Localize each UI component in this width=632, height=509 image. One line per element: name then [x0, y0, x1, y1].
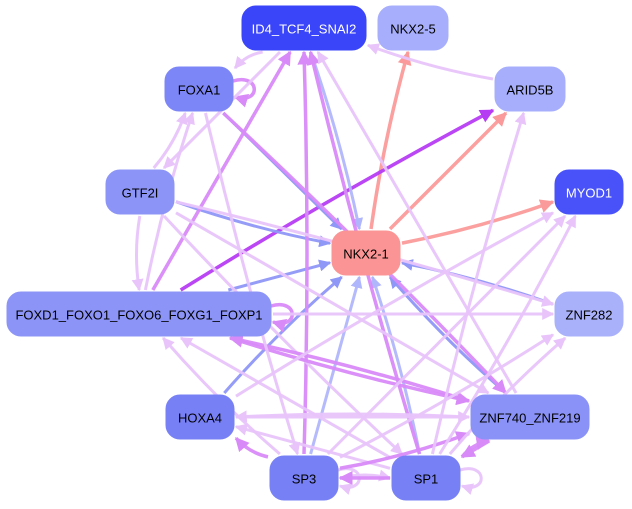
- node-box[interactable]: [494, 66, 566, 112]
- edge-foxd1_foxo1_foxo6_foxg1_foxp1-to-nkx2-1: [227, 259, 332, 292]
- node-foxd1_foxo1_foxo6_foxg1_foxp1[interactable]: FOXD1_FOXO1_FOXO6_FOXG1_FOXP1: [6, 291, 272, 337]
- node-label: ARID5B: [507, 83, 554, 98]
- node-nkx2-5[interactable]: NKX2-5: [377, 5, 449, 51]
- edge-sp3-to-znf282: [339, 333, 555, 459]
- node-label: GTF2I: [122, 186, 159, 201]
- edge-sp1-to-arid5b: [430, 111, 527, 455]
- node-id4_tcf4_snai2[interactable]: ID4_TCF4_SNAI2: [241, 5, 367, 51]
- node-label: ZNF282: [566, 308, 613, 323]
- edge-gtf2i-to-sp1: [162, 214, 404, 456]
- edge-sp3-to-id4_tcf4_snai2: [297, 50, 312, 455]
- node-box[interactable]: [554, 169, 624, 215]
- edge-sp1-to-foxd1_foxo1_foxo6_foxg1_foxp1: [179, 336, 391, 459]
- edge-nkx2-1-to-nkx2-5: [369, 50, 412, 230]
- node-box[interactable]: [241, 5, 367, 51]
- node-box[interactable]: [164, 66, 234, 112]
- node-label: NKX2-1: [343, 247, 389, 262]
- node-label: SP3: [292, 472, 317, 487]
- edge-sp3-to-nkx2-1: [309, 275, 363, 455]
- node-hoxa4[interactable]: HOXA4: [165, 394, 235, 440]
- edge-foxd1_foxo1_foxo6_foxg1_foxp1-to-znf740_znf219: [229, 336, 471, 406]
- edge-id4_tcf4_snai2-to-nkx2-1: [309, 51, 364, 231]
- node-box[interactable]: [377, 5, 449, 51]
- edge-sp1-to-znf282: [448, 336, 567, 455]
- node-label: HOXA4: [178, 411, 222, 426]
- edge-arid5b-to-id4_tcf4_snai2: [366, 43, 494, 81]
- node-nkx2-1[interactable]: NKX2-1: [331, 230, 401, 276]
- edge-sp1-to-myod1: [438, 214, 577, 455]
- edge-sp3-to-znf740_znf219: [339, 431, 471, 471]
- edge-hoxa4-to-nkx2-1: [223, 275, 343, 394]
- node-box[interactable]: [391, 455, 461, 501]
- node-gtf2i[interactable]: GTF2I: [105, 169, 175, 215]
- node-label: NKX2-5: [390, 22, 436, 37]
- edge-nkx2-1-to-arid5b: [388, 111, 508, 231]
- node-label: MYOD1: [566, 186, 612, 201]
- edge-gtf2i-to-znf740_znf219: [175, 211, 490, 395]
- edge-gtf2i-to-nkx2-1: [175, 200, 332, 248]
- node-znf282[interactable]: ZNF282: [554, 291, 624, 337]
- node-myod1[interactable]: MYOD1: [554, 169, 624, 215]
- edge-gtf2i-to-foxa1: [152, 111, 188, 169]
- node-box[interactable]: [165, 394, 235, 440]
- node-box[interactable]: [470, 394, 590, 440]
- node-box[interactable]: [6, 291, 272, 337]
- node-sp1[interactable]: SP1: [391, 455, 461, 501]
- node-foxa1[interactable]: FOXA1: [164, 66, 234, 112]
- edge-sp3-to-myod1: [326, 214, 567, 456]
- node-label: FOXA1: [178, 83, 221, 98]
- edge-foxd1_foxo1_foxo6_foxg1_foxp1-to-id4_tcf4_snai2: [151, 50, 292, 291]
- edge-gtf2i-to-foxd1_foxo1_foxo6_foxg1_foxp1: [131, 215, 144, 292]
- edge-foxa1-to-foxa1: [232, 77, 256, 108]
- edge-sp3-to-hoxa4: [234, 436, 269, 459]
- edge-sp1-to-nkx2-1: [370, 275, 422, 455]
- node-box[interactable]: [554, 291, 624, 337]
- node-znf740_znf219[interactable]: ZNF740_ZNF219: [470, 394, 590, 440]
- edge-id4_tcf4_snai2-to-foxa1: [233, 50, 263, 70]
- node-box[interactable]: [331, 230, 401, 276]
- edge-sp1-to-sp1: [459, 467, 483, 495]
- node-label: FOXD1_FOXO1_FOXO6_FOXG1_FOXP1: [15, 308, 262, 323]
- node-arid5b[interactable]: ARID5B: [494, 66, 566, 112]
- edge-nkx2-1-to-myod1: [401, 199, 555, 245]
- edges-layer: [131, 43, 577, 495]
- edge-hoxa4-to-myod1: [235, 211, 555, 398]
- edge-znf740_znf219-to-id4_tcf4_snai2: [316, 50, 518, 394]
- edge-znf740_znf219-to-sp1: [460, 439, 490, 459]
- edge-foxd1_foxo1_foxo6_foxg1_foxp1-to-arid5b: [179, 108, 495, 292]
- node-sp3[interactable]: SP3: [269, 455, 339, 501]
- node-box[interactable]: [269, 455, 339, 501]
- node-label: SP1: [414, 472, 439, 487]
- node-box[interactable]: [105, 169, 175, 215]
- edge-znf740_znf219-to-foxd1_foxo1_foxo6_foxg1_foxp1: [228, 333, 470, 403]
- node-label: ZNF740_ZNF219: [479, 411, 580, 426]
- edge-foxa1-to-sp3: [204, 112, 301, 456]
- node-label: ID4_TCF4_SNAI2: [252, 22, 357, 37]
